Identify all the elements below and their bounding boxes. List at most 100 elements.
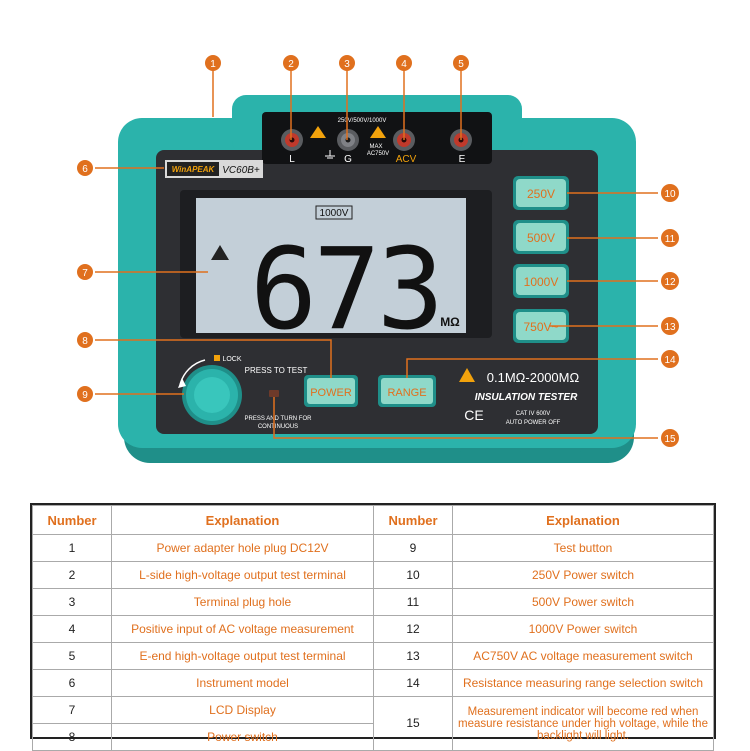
svg-text:3: 3 — [344, 59, 350, 70]
cell-explanation: Test button — [452, 534, 714, 562]
callout-12: 12 — [661, 272, 679, 290]
table-row: 6 Instrument model 14 Resistance measuri… — [32, 669, 714, 697]
header-number: Number — [32, 505, 112, 535]
svg-text:10: 10 — [664, 189, 676, 200]
callout-6: 6 — [77, 160, 93, 176]
500v-button[interactable]: 500V — [513, 220, 569, 254]
panel-voltage-text: 250V/500V/1000V — [338, 118, 387, 124]
cell-number: 12 — [373, 615, 453, 643]
range-text: 0.1MΩ-2000MΩ — [487, 370, 580, 385]
callout-7: 7 — [77, 264, 93, 280]
product-name: INSULATION TESTER — [475, 392, 578, 403]
press-to-test-label: PRESS TO TEST — [245, 366, 308, 375]
cell-number: 2 — [32, 561, 112, 589]
svg-text:12: 12 — [664, 277, 676, 288]
cell-explanation: L-side high-voltage output test terminal — [111, 561, 374, 589]
table-row: 3 Terminal plug hole 11 500V Power switc… — [32, 588, 714, 616]
callout-15: 15 — [661, 429, 679, 447]
panel-max-text-1: MAX — [369, 144, 382, 150]
explanation-table: Number Explanation Number Explanation 1 … — [30, 503, 716, 751]
model-name: VC60B+ — [222, 165, 260, 176]
callout-lines — [95, 70, 658, 439]
power-button-label: POWER — [310, 387, 352, 399]
cell-explanation: LCD Display — [111, 696, 374, 724]
lcd-unit: MΩ — [440, 315, 460, 329]
table-row: 2 L-side high-voltage output test termin… — [32, 561, 714, 589]
lcd-display: 1000V 673 MΩ — [180, 190, 492, 355]
ground-icon — [325, 150, 335, 159]
cell-number: 6 — [32, 669, 112, 697]
svg-text:9: 9 — [82, 390, 88, 401]
callout-1: 1 — [205, 55, 221, 71]
svg-text:11: 11 — [665, 234, 676, 245]
power-button[interactable]: POWER — [304, 375, 358, 407]
arrow-head-icon — [178, 378, 186, 388]
warning-triangle-icon — [370, 126, 386, 138]
table-row: 1 Power adapter hole plug DC12V 9 Test b… — [32, 534, 714, 562]
callout-8: 8 — [77, 332, 93, 348]
callout-14: 14 — [661, 350, 679, 368]
press-turn-label-1: PRESS AND TURN FOR — [245, 416, 313, 422]
cell-number: 8 — [32, 723, 112, 751]
terminal-label-acv: ACV — [396, 154, 417, 165]
250v-label: 250V — [527, 187, 555, 201]
terminal-l[interactable] — [281, 129, 303, 151]
cell-number: 11 — [373, 588, 453, 616]
cell-number: 14 — [373, 669, 453, 697]
terminal-label-e: E — [459, 154, 466, 165]
cell-explanation: Terminal plug hole — [111, 588, 374, 616]
cell-explanation: Instrument model — [111, 669, 374, 697]
header-explanation: Explanation — [452, 505, 714, 535]
cell-number: 7 — [32, 696, 112, 724]
range-button[interactable]: RANGE — [378, 375, 436, 407]
cell-number: 5 — [32, 642, 112, 670]
cell-explanation: 1000V Power switch — [452, 615, 714, 643]
callout-markers: 1 2 3 4 5 6 7 8 9 10 11 12 13 14 15 — [77, 55, 679, 447]
callout-13: 13 — [661, 317, 679, 335]
device-diagram: 250V/500V/1000V MAX AC750V L G ACV — [77, 55, 679, 463]
cell-number: 3 — [32, 588, 112, 616]
svg-text:15: 15 — [664, 434, 676, 445]
cat-text: CAT IV 600V — [516, 411, 550, 417]
lock-label: LOCK — [222, 356, 241, 363]
terminal-label-l: L — [289, 154, 295, 165]
750v-button[interactable]: 750V~ — [513, 309, 569, 343]
svg-text:2: 2 — [288, 59, 294, 70]
header-explanation: Explanation — [111, 505, 374, 535]
1000v-button[interactable]: 1000V — [513, 264, 569, 298]
callout-2: 2 — [283, 55, 299, 71]
indicator-led — [269, 390, 279, 397]
cell-explanation: Positive input of AC voltage measurement — [111, 615, 374, 643]
cell-explanation: 250V Power switch — [452, 561, 714, 589]
1000v-label: 1000V — [524, 275, 559, 289]
cell-explanation: Measurement indicator will become red wh… — [452, 696, 714, 751]
range-button-label: RANGE — [387, 387, 426, 399]
cell-number: 9 — [373, 534, 453, 562]
header-number: Number — [373, 505, 453, 535]
range-warning-icon — [459, 368, 475, 382]
callout-5: 5 — [453, 55, 469, 71]
cell-number: 13 — [373, 642, 453, 670]
brand-label: WinAPEAK VC60B+ — [165, 160, 263, 178]
panel-max-text-2: AC750V — [367, 151, 389, 157]
cell-number: 4 — [32, 615, 112, 643]
callout-11: 11 — [661, 229, 679, 247]
cell-explanation: AC750V AC voltage measurement switch — [452, 642, 714, 670]
svg-text:7: 7 — [82, 268, 88, 279]
cell-explanation: E-end high-voltage output test terminal — [111, 642, 374, 670]
cell-explanation: Power switch — [111, 723, 374, 751]
terminal-g[interactable] — [337, 129, 359, 151]
test-button[interactable] — [182, 365, 242, 425]
table-row: 5 E-end high-voltage output test termina… — [32, 642, 714, 670]
svg-text:14: 14 — [664, 355, 676, 366]
callout-3: 3 — [339, 55, 355, 71]
750v-label: 750V~ — [523, 320, 558, 334]
brand-name: WinAPEAK — [172, 165, 216, 174]
cell-number: 15 — [373, 696, 453, 751]
svg-text:4: 4 — [401, 59, 407, 70]
250v-button[interactable]: 250V — [513, 176, 569, 210]
cell-number: 1 — [32, 534, 112, 562]
cell-explanation: 500V Power switch — [452, 588, 714, 616]
lcd-reading: 673 — [250, 225, 440, 355]
500v-label: 500V — [527, 231, 555, 245]
